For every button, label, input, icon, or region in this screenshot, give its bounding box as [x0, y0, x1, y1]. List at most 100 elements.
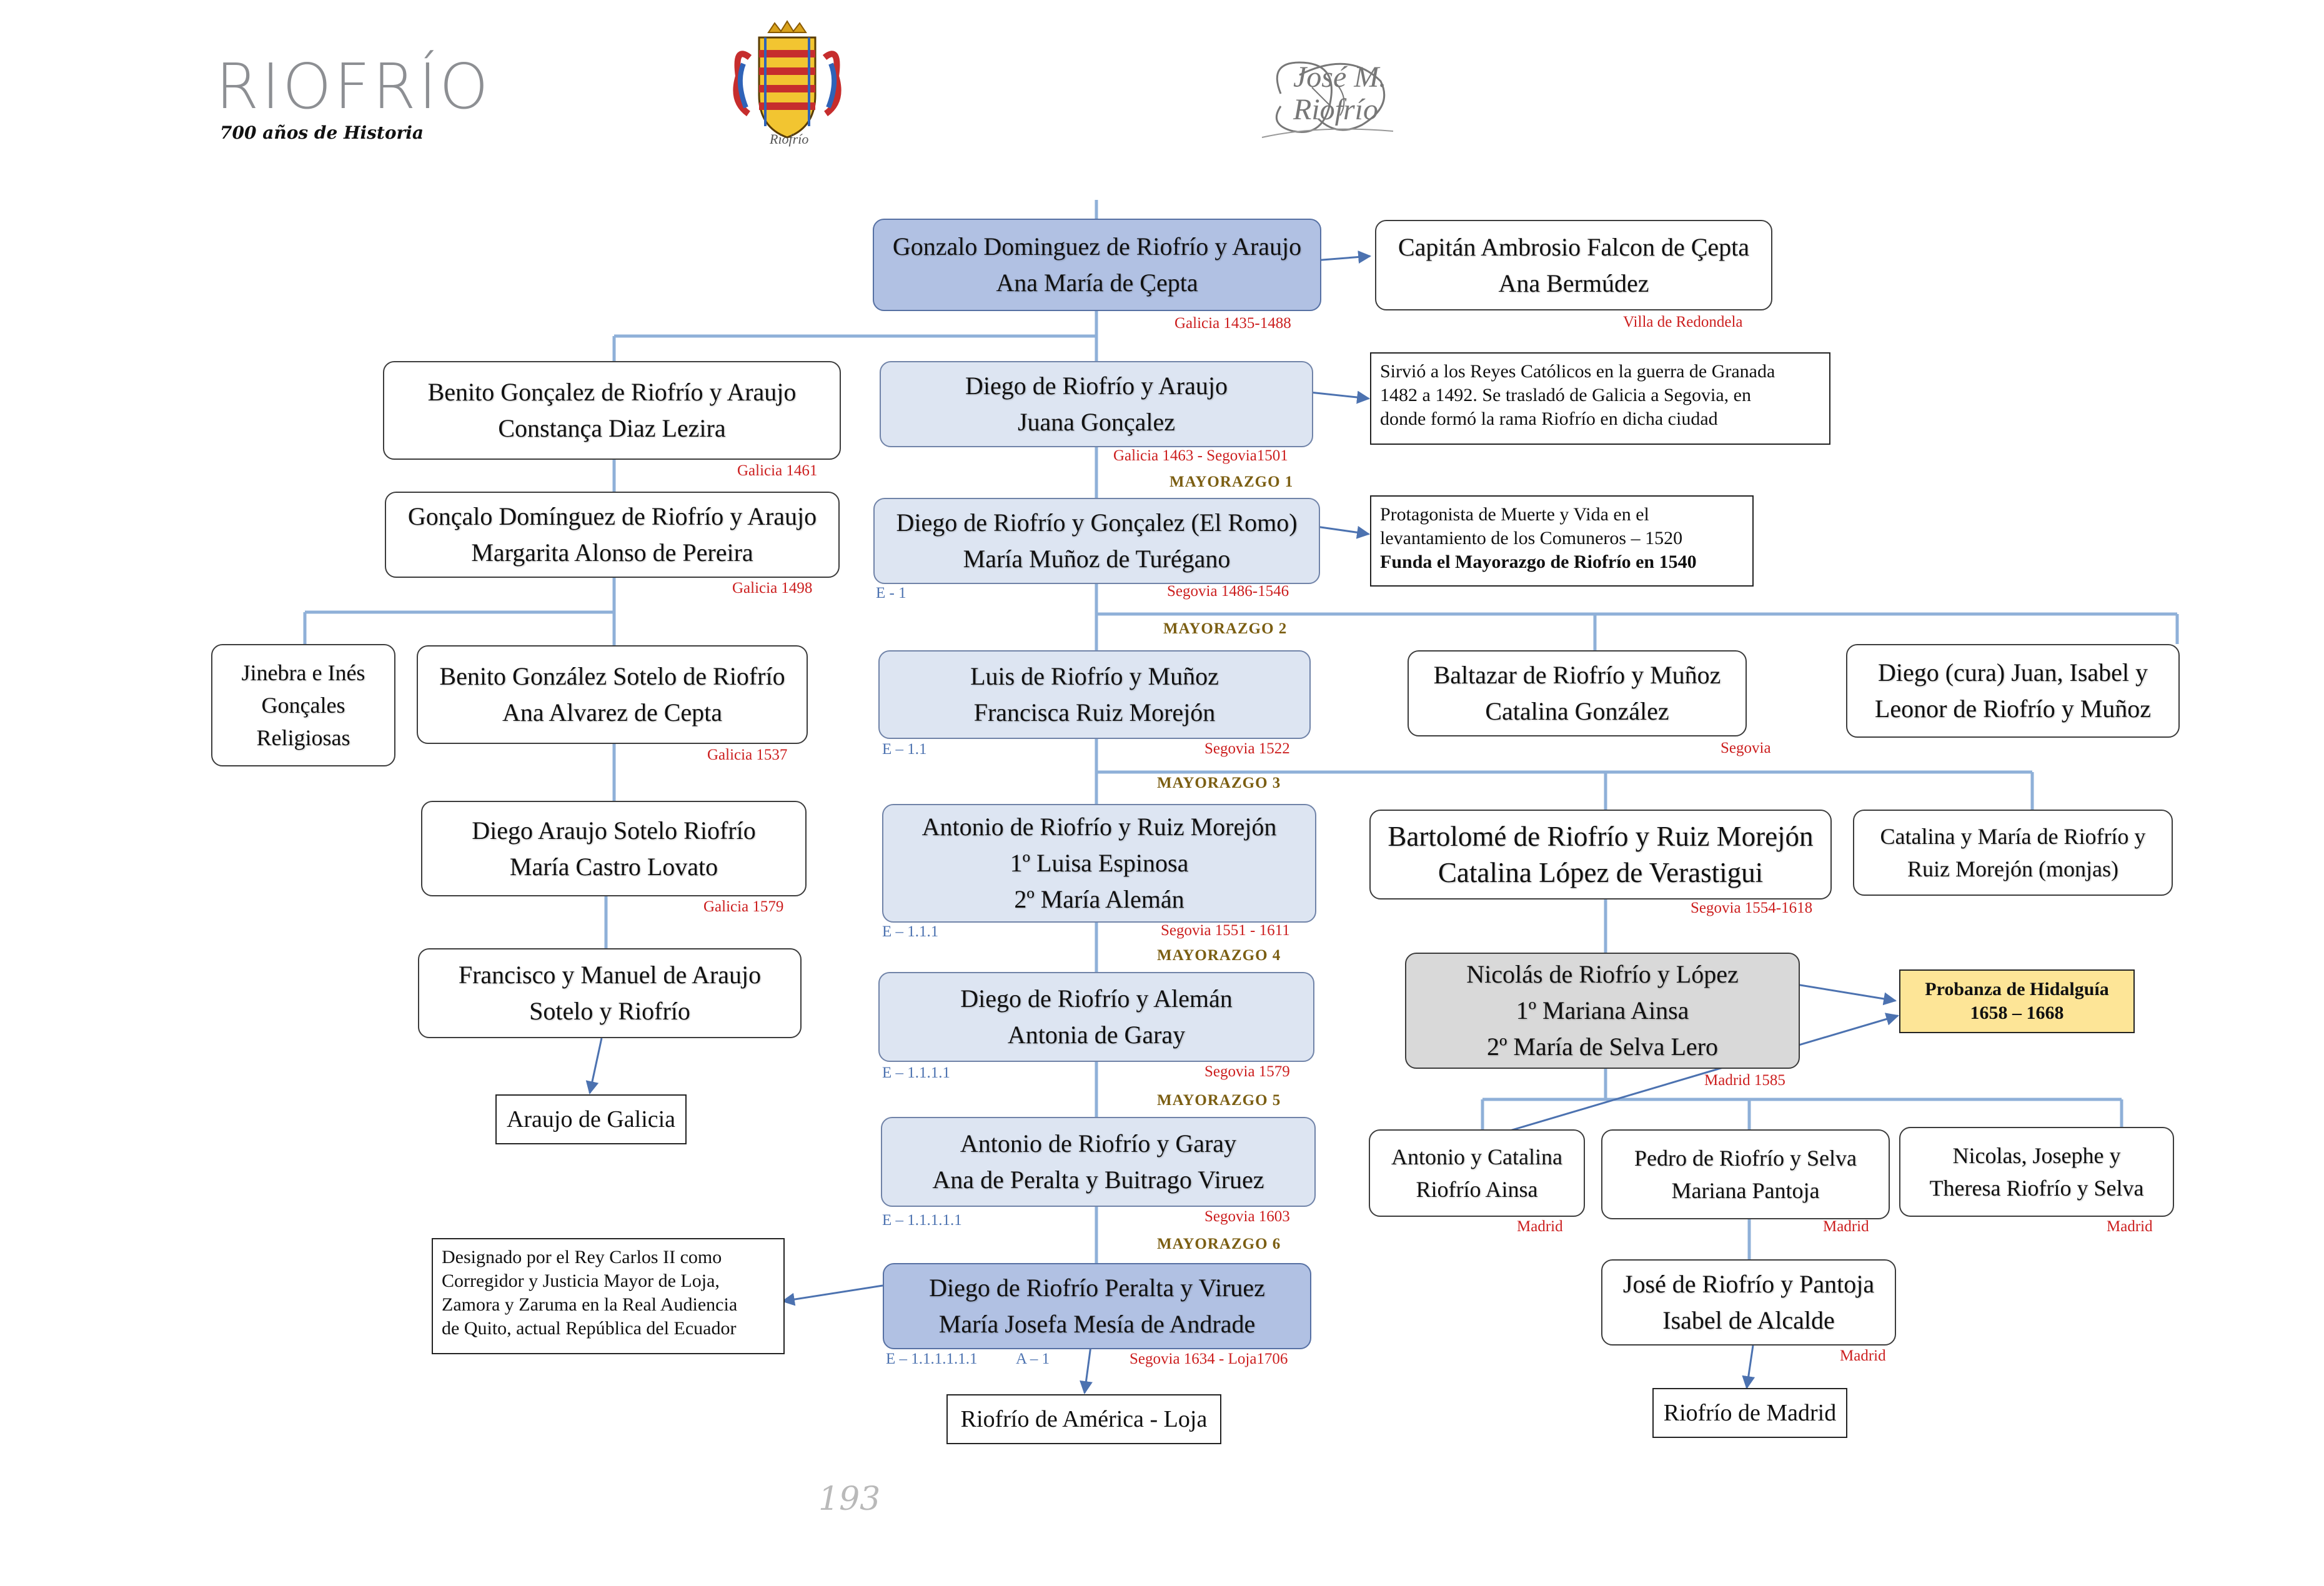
probanza-box: Probanza de Hidalguía 1658 – 1668: [1899, 969, 2135, 1033]
date-label: Galicia 1498: [732, 580, 813, 597]
person-name: Catalina y María de Riofrío y: [1880, 824, 2146, 849]
date-label: Segovia 1486-1546: [1167, 583, 1289, 600]
spouse-name: María Muñoz de Turégano: [963, 545, 1231, 573]
person-name: Leonor de Riofrío y Muñoz: [1874, 695, 2152, 723]
person-name: Diego de Riofrío y Araujo: [965, 372, 1228, 400]
person-name: Sotelo y Riofrío: [529, 997, 690, 1025]
person-box-catalina-maria: Catalina y María de Riofrío y Ruiz Morej…: [1853, 810, 2173, 896]
spouse-name: Juana Gonçalez: [1017, 408, 1176, 436]
person-box-antonio2: Antonio de Riofrío y Garay Ana de Peralt…: [881, 1117, 1316, 1207]
spouse-name: Antonia de Garay: [1007, 1021, 1186, 1049]
person-box-ambrosio: Capitán Ambrosio Falcon de Çepta Ana Ber…: [1375, 220, 1772, 310]
person-name: Antonio y Catalina: [1391, 1144, 1562, 1169]
person-box-antonio-catalina: Antonio y Catalina Riofrío Ainsa: [1369, 1129, 1585, 1217]
entail-code: E – 1.1.1: [882, 923, 939, 940]
person-name: Benito Gonçalez de Riofrío y Araujo: [427, 378, 797, 406]
person-name: José de Riofrío y Pantoja: [1622, 1270, 1875, 1298]
mayorazgo-label: MAYORAZGO 2: [1163, 620, 1288, 637]
place-box-riofrio-america: Riofrío de América - Loja: [946, 1394, 1221, 1444]
spouse-name: Isabel de Alcalde: [1662, 1306, 1835, 1334]
spouse-name: 1º Mariana Ainsa: [1516, 996, 1689, 1024]
date-label: Galicia 1461: [737, 462, 818, 479]
person-name: Jinebra e Inés: [241, 660, 365, 685]
date-label: Madrid: [2107, 1218, 2153, 1235]
probanza-title: Probanza de Hidalguía: [1925, 979, 2109, 999]
date-label: Villa de Redondela: [1623, 314, 1743, 330]
date-label: Madrid: [1517, 1218, 1563, 1235]
person-name: Gonzalo Dominguez de Riofrío y Araujo: [892, 232, 1302, 260]
page-number: 193: [818, 1480, 881, 1518]
date-label: Galicia 1435-1488: [1174, 315, 1291, 332]
spouse-name: 1º Luisa Espinosa: [1010, 849, 1189, 877]
note-comuneros: Protagonista de Muerte y Vida en el leva…: [1370, 495, 1754, 587]
spouse-name: 2º María de Selva Lero: [1486, 1033, 1719, 1061]
person-box-jose: José de Riofrío y Pantoja Isabel de Alca…: [1601, 1259, 1896, 1346]
person-box-diego-peralta: Diego de Riofrío Peralta y Viruez María …: [883, 1263, 1311, 1349]
mayorazgo-label: MAYORAZGO 6: [1157, 1236, 1281, 1252]
person-box-antonio1: Antonio de Riofrío y Ruiz Morejón 1º Lui…: [882, 804, 1316, 923]
entail-code: E – 1.1.1.1.1.1: [886, 1351, 978, 1367]
coat-of-arms-icon: [733, 20, 842, 139]
person-box-bartolome: Bartolomé de Riofrío y Ruiz Morejón Cata…: [1369, 810, 1832, 900]
person-box-jinebra: Jinebra e Inés Gonçales Religiosas: [211, 644, 395, 766]
mayorazgo-label: MAYORAZGO 3: [1157, 775, 1281, 791]
person-name: Baltazar de Riofrío y Muñoz: [1433, 661, 1721, 689]
spouse-name: Margarita Alonso de Pereira: [471, 538, 753, 567]
logo-subtitle: 700 años de Historia: [220, 122, 424, 143]
person-name: Theresa Riofrío y Selva: [1929, 1176, 2144, 1201]
person-box-goncalo2: Gonçalo Domínguez de Riofrío y Araujo Ma…: [385, 492, 840, 578]
date-label: Madrid 1585: [1704, 1072, 1785, 1089]
person-name: Antonio de Riofrío y Ruiz Morejón: [921, 813, 1277, 841]
spouse-name: Mariana Pantoja: [1671, 1178, 1820, 1203]
logo-title: RIOFRÍO: [216, 50, 491, 123]
date-label: Segovia 1554-1618: [1691, 900, 1813, 916]
person-box-pedro: Pedro de Riofrío y Selva Mariana Pantoja: [1601, 1129, 1890, 1219]
date-label: Galicia 1579: [703, 898, 784, 915]
person-box-diego-cura: Diego (cura) Juan, Isabel y Leonor de Ri…: [1846, 644, 2180, 738]
mayorazgo-label: MAYORAZGO 1: [1169, 473, 1294, 490]
date-label: Segovia 1579: [1204, 1063, 1290, 1080]
mayorazgo-label: MAYORAZGO 4: [1157, 947, 1281, 964]
crest-caption: Riofrío: [770, 131, 809, 147]
person-name: Diego de Riofrío y Alemán: [960, 984, 1233, 1013]
person-name: Ruiz Morejón (monjas): [1907, 856, 2118, 881]
date-label: Segovia 1634 - Loja1706: [1130, 1351, 1288, 1367]
person-name: Gonçalo Domínguez de Riofrío y Araujo: [407, 502, 817, 530]
date-label: Galicia 1537: [707, 746, 788, 763]
person-name: Capitán Ambrosio Falcon de Çepta: [1398, 232, 1750, 261]
person-box-francisco: Francisco y Manuel de Araujo Sotelo y Ri…: [418, 948, 802, 1038]
person-box-luis: Luis de Riofrío y Muñoz Francisca Ruiz M…: [878, 650, 1311, 739]
person-box-diego-romo: Diego de Riofrío y Gonçalez (El Romo) Ma…: [873, 498, 1320, 584]
entail-code: E – 1.1.1.1: [882, 1064, 951, 1081]
date-label: Madrid: [1840, 1347, 1886, 1364]
spouse-name: Ana Bermúdez: [1498, 269, 1649, 297]
spouse-name: Catalina González: [1485, 697, 1669, 725]
entail-code: E - 1: [876, 585, 906, 602]
signature-monogram-icon: [1261, 61, 1394, 138]
person-name: Riofrío Ainsa: [1416, 1177, 1538, 1202]
person-name: Nicolás de Riofrío y López: [1466, 960, 1739, 988]
person-box-diego-araujo: Diego Araujo Sotelo Riofrío María Castro…: [421, 801, 807, 896]
signature: José M. Riofrío: [1293, 61, 1387, 126]
person-box-nicolas: Nicolás de Riofrío y López 1º Mariana Ai…: [1405, 953, 1800, 1069]
person-box-gonzalo: Gonzalo Dominguez de Riofrío y Araujo An…: [873, 219, 1321, 311]
person-name: Diego de Riofrío Peralta y Viruez: [929, 1274, 1265, 1302]
person-box-baltazar: Baltazar de Riofrío y Muñoz Catalina Gon…: [1408, 650, 1747, 736]
date-label: Segovia 1551 - 1611: [1161, 922, 1290, 939]
person-box-diego1: Diego de Riofrío y Araujo Juana Gonçalez: [880, 361, 1313, 447]
spouse-name: Ana María de Çepta: [996, 269, 1198, 297]
person-name: Francisco y Manuel de Araujo: [458, 961, 762, 989]
spouse-name: María Josefa Mesía de Andrade: [938, 1310, 1256, 1338]
person-name: Diego Araujo Sotelo Riofrío: [472, 816, 756, 845]
spouse-name: 2º María Alemán: [1014, 885, 1184, 913]
spouse-name: Catalina López de Verastigui: [1438, 857, 1764, 888]
person-name: Diego (cura) Juan, Isabel y: [1877, 658, 2148, 686]
place-box-riofrio-madrid: Riofrío de Madrid: [1652, 1388, 1847, 1438]
person-box-benito1: Benito Gonçalez de Riofrío y Araujo Cons…: [383, 361, 841, 460]
person-name: Gonçales: [261, 693, 345, 718]
date-label: Galicia 1463 - Segovia1501: [1113, 447, 1288, 464]
person-name: Pedro de Riofrío y Selva: [1634, 1146, 1857, 1171]
spouse-name: Ana Alvarez de Cepta: [502, 698, 723, 726]
